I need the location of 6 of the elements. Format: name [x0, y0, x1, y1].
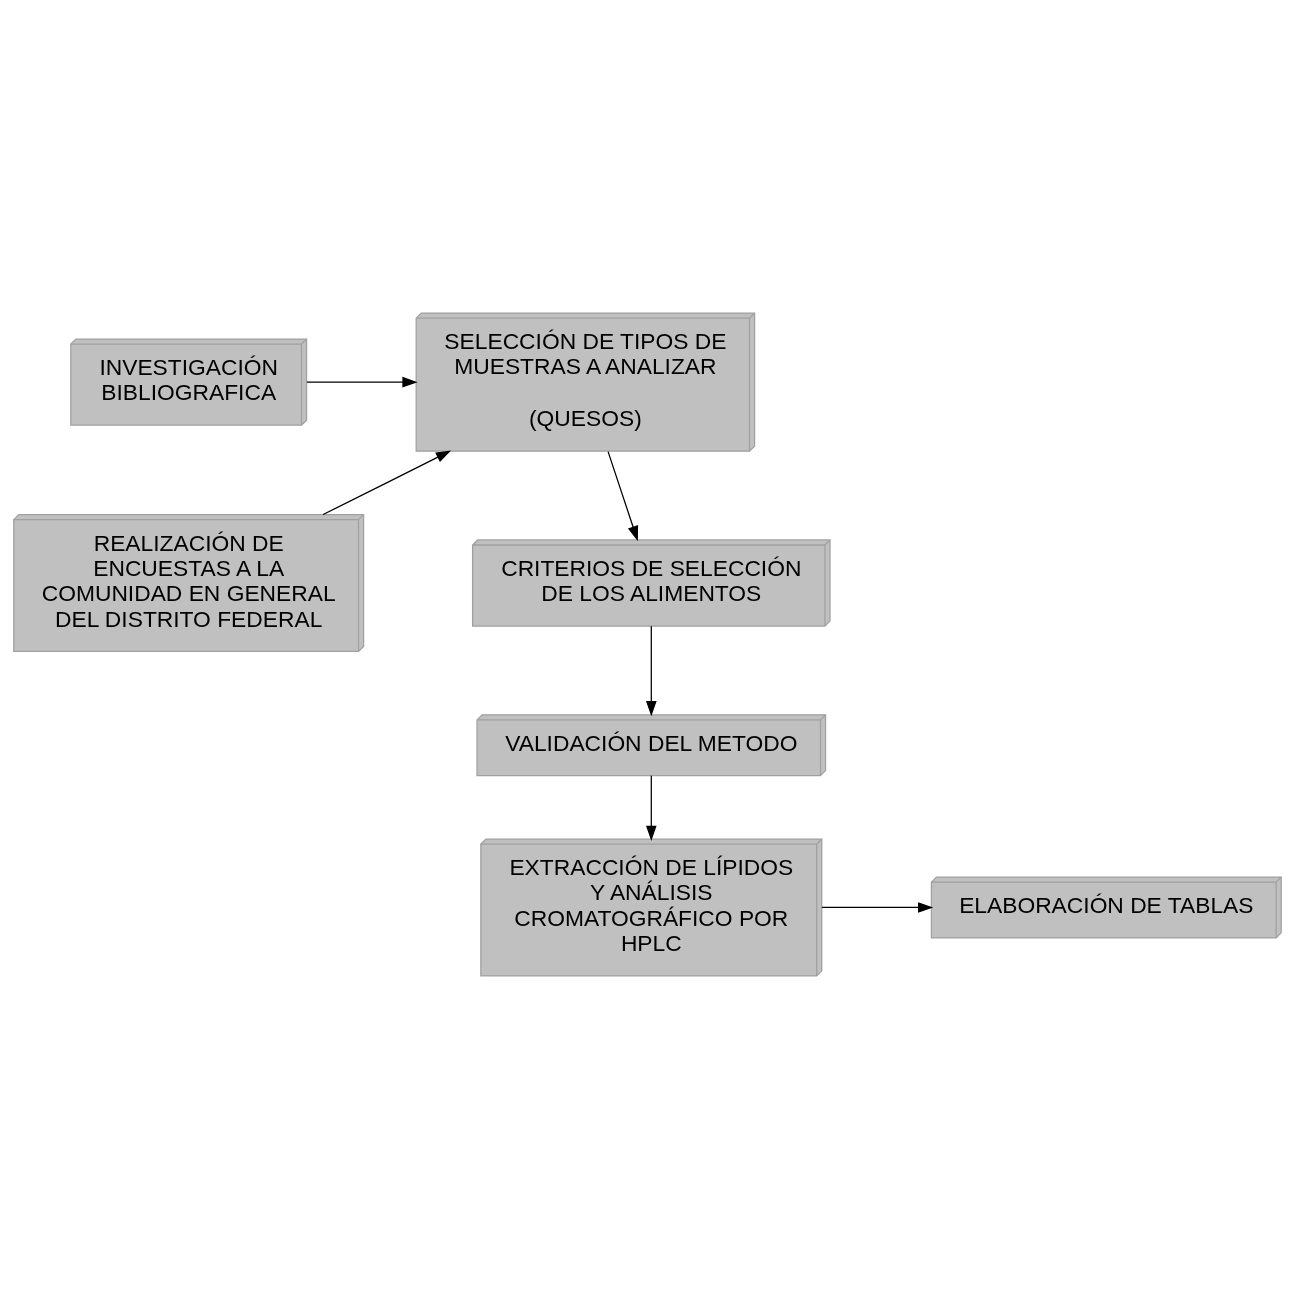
arrow	[821, 902, 934, 913]
arrow	[322, 450, 452, 516]
arrow	[645, 775, 657, 841]
arrow	[306, 376, 418, 388]
arrow	[645, 625, 657, 717]
arrow	[607, 451, 639, 542]
